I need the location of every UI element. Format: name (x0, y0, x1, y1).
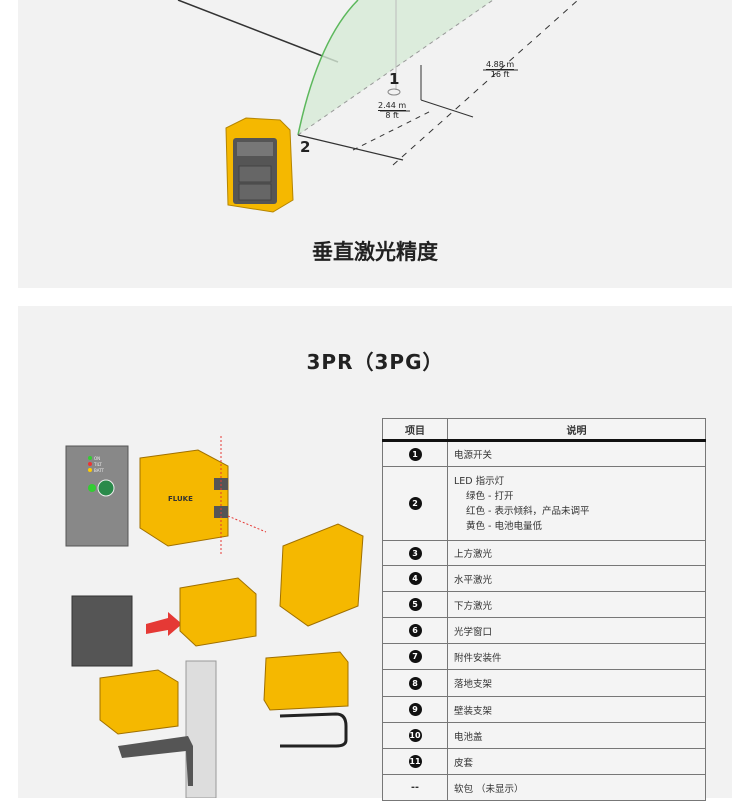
table-row: 7 附件安装件 (382, 643, 706, 670)
item-description: LED 指示灯 (454, 475, 505, 487)
dimension-short: 2.44 m 8 ft (378, 101, 407, 120)
item-description: 落地支架 (447, 669, 706, 697)
table-row: 11 皮套 (382, 748, 706, 775)
led-label-on: ON (94, 456, 100, 461)
dimension-long: 4.88 m 16 ft (486, 60, 515, 79)
dimension-short-m: 2.44 m (378, 101, 407, 111)
parts-diagram: ON TILT BATT FLUKE (65, 436, 364, 798)
brand-logo: FLUKE (168, 495, 193, 503)
item-number: 5 (408, 598, 422, 611)
table-row: 10 电池盖 (382, 722, 706, 749)
item-description: 附件安装件 (447, 643, 706, 670)
table-row: 4 水平激光 (382, 565, 706, 592)
item-description: 电池盖 (447, 722, 706, 749)
item-number: 11 (408, 755, 422, 768)
item-number: 1 (408, 447, 422, 461)
item-description: 水平激光 (447, 565, 706, 592)
item-number: 7 (408, 650, 422, 663)
item-description: 光学窗口 (447, 617, 706, 644)
item-number: 4 (408, 572, 422, 585)
table-row: 5 下方激光 (382, 591, 706, 618)
led-label-tilt: TILT (93, 462, 102, 467)
item-number: 3 (408, 546, 422, 560)
table-row: 6 光学窗口 (382, 617, 706, 644)
point-label-2: 2 (300, 138, 311, 156)
header-item: 项目 (382, 418, 448, 442)
item-description: 电源开关 (447, 440, 706, 467)
table-row: 9 壁装支架 (382, 696, 706, 723)
parts-panel: 3PR（3PG） ON TILT BATT FLUKE 项目 (18, 306, 732, 801)
item-number: 2 (408, 497, 422, 510)
header-description: 说明 (447, 418, 706, 442)
led-red-desc: 红色 - 表示倾斜，产品未调平 (466, 505, 590, 517)
led-label-batt: BATT (94, 468, 105, 473)
item-description: 下方激光 (447, 591, 706, 618)
led-yellow-desc: 黄色 - 电池电量低 (466, 520, 542, 532)
item-description: 软包 （未显示） (447, 774, 706, 801)
item-number: 9 (408, 703, 422, 716)
table-row: 3 上方激光 (382, 540, 706, 566)
table-row: --软包 （未显示） (382, 774, 706, 801)
item-description: 上方激光 (447, 540, 706, 566)
table-header-row: 项目 说明 (382, 418, 706, 442)
dimension-long-ft: 16 ft (490, 70, 510, 79)
point-label-1: 1 (389, 70, 400, 88)
item-number: 8 (408, 676, 422, 690)
item-number: -- (382, 774, 448, 801)
vertical-accuracy-panel: 1 2 2.44 m 8 ft 4.88 m 16 ft 垂直激光精度 (18, 0, 732, 288)
model-title: 3PR（3PG） (306, 350, 444, 374)
parts-table: 项目 说明 1 电源开关 2 LED 指示灯 绿色 - 打开 红色 - 表示倾斜，… (382, 418, 706, 801)
table-row: 2 LED 指示灯 绿色 - 打开 红色 - 表示倾斜，产品未调平 黄色 - 电… (382, 466, 706, 541)
item-number: 6 (408, 624, 422, 637)
dimension-long-m: 4.88 m (486, 60, 515, 70)
item-number: 10 (408, 729, 422, 742)
table-row: 1 电源开关 (382, 440, 706, 467)
dimension-short-ft: 8 ft (385, 111, 399, 120)
vertical-accuracy-diagram (177, 0, 579, 213)
item-description: 皮套 (447, 748, 706, 775)
section-title: 垂直激光精度 (312, 240, 438, 264)
table-row: 8 落地支架 (382, 669, 706, 697)
led-green-desc: 绿色 - 打开 (466, 490, 514, 502)
item-description: 壁装支架 (447, 696, 706, 723)
